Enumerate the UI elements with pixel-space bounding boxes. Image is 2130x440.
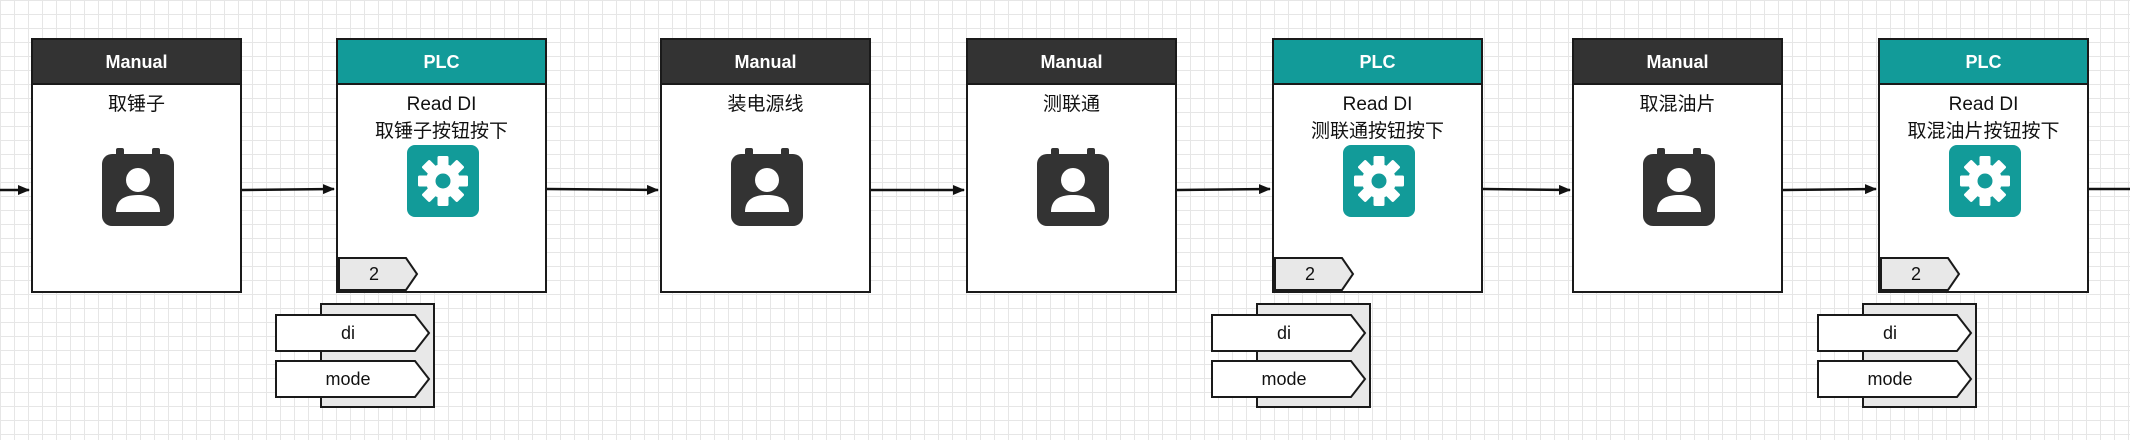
node-header: Manual xyxy=(968,40,1175,85)
step-counter-value: 2 xyxy=(1910,264,1921,284)
step-counter-value: 2 xyxy=(368,264,379,284)
param-label: mode xyxy=(1867,369,1913,389)
node-header: PLC xyxy=(1274,40,1481,85)
param-label: mode xyxy=(1261,369,1307,389)
connector-arrow xyxy=(1176,184,1271,195)
param-tag-di[interactable]: di xyxy=(1211,314,1367,352)
plc-step-node[interactable]: PLC Read DI 取混油片按钮按下 2 xyxy=(1878,38,2089,293)
param-tag-mode[interactable]: mode xyxy=(1817,360,1973,398)
connector-arrow xyxy=(1782,184,1877,195)
node-title: Read DI xyxy=(1948,94,2019,115)
manual-step-node[interactable]: Manual 测联通 xyxy=(966,38,1177,293)
plc-step-node[interactable]: PLC Read DI 测联通按钮按下 2 xyxy=(1272,38,1483,293)
param-tag-mode[interactable]: mode xyxy=(275,360,431,398)
node-header: Manual xyxy=(33,40,240,85)
node-title: 装电源线 xyxy=(727,94,804,115)
manual-step-node[interactable]: Manual 取混油片 xyxy=(1572,38,1783,293)
manual-step-node[interactable]: Manual 取锤子 xyxy=(31,38,242,293)
node-subtitle: 测联通按钮按下 xyxy=(1310,121,1444,142)
connector-arrow xyxy=(1482,184,1571,195)
node-title: 取锤子 xyxy=(107,94,165,115)
contact-person-icon xyxy=(102,148,174,226)
contact-person-icon xyxy=(1037,148,1109,226)
node-subtitle: 取锤子按钮按下 xyxy=(374,121,508,142)
node-header: Manual xyxy=(662,40,869,85)
plc-step-node[interactable]: PLC Read DI 取锤子按钮按下 2 xyxy=(336,38,547,293)
node-title: 取混油片 xyxy=(1639,94,1716,115)
node-title: 测联通 xyxy=(1042,94,1100,115)
connector-arrow xyxy=(241,184,335,195)
step-counter-tag: 2 xyxy=(338,257,420,291)
param-stack: di mode xyxy=(1817,303,1977,408)
gear-icon xyxy=(1343,145,1415,217)
step-counter-tag: 2 xyxy=(1880,257,1962,291)
node-subtitle: 取混油片按钮按下 xyxy=(1907,121,2060,142)
contact-person-icon xyxy=(1643,148,1715,226)
param-label: mode xyxy=(325,369,371,389)
node-title: Read DI xyxy=(1342,94,1413,115)
node-title: Read DI xyxy=(406,94,477,115)
node-header: PLC xyxy=(338,40,545,85)
node-header: PLC xyxy=(1880,40,2087,85)
gear-icon xyxy=(1949,145,2021,217)
connector-arrow xyxy=(546,184,659,195)
param-tag-mode[interactable]: mode xyxy=(1211,360,1367,398)
param-stack: di mode xyxy=(1211,303,1371,408)
node-header: Manual xyxy=(1574,40,1781,85)
param-label: di xyxy=(1882,323,1897,343)
param-label: di xyxy=(1276,323,1291,343)
param-tag-di[interactable]: di xyxy=(275,314,431,352)
gear-icon xyxy=(407,145,479,217)
step-counter-tag: 2 xyxy=(1274,257,1356,291)
param-label: di xyxy=(340,323,355,343)
contact-person-icon xyxy=(731,148,803,226)
param-stack: di mode xyxy=(275,303,435,408)
step-counter-value: 2 xyxy=(1304,264,1315,284)
manual-step-node[interactable]: Manual 装电源线 xyxy=(660,38,871,293)
param-tag-di[interactable]: di xyxy=(1817,314,1973,352)
